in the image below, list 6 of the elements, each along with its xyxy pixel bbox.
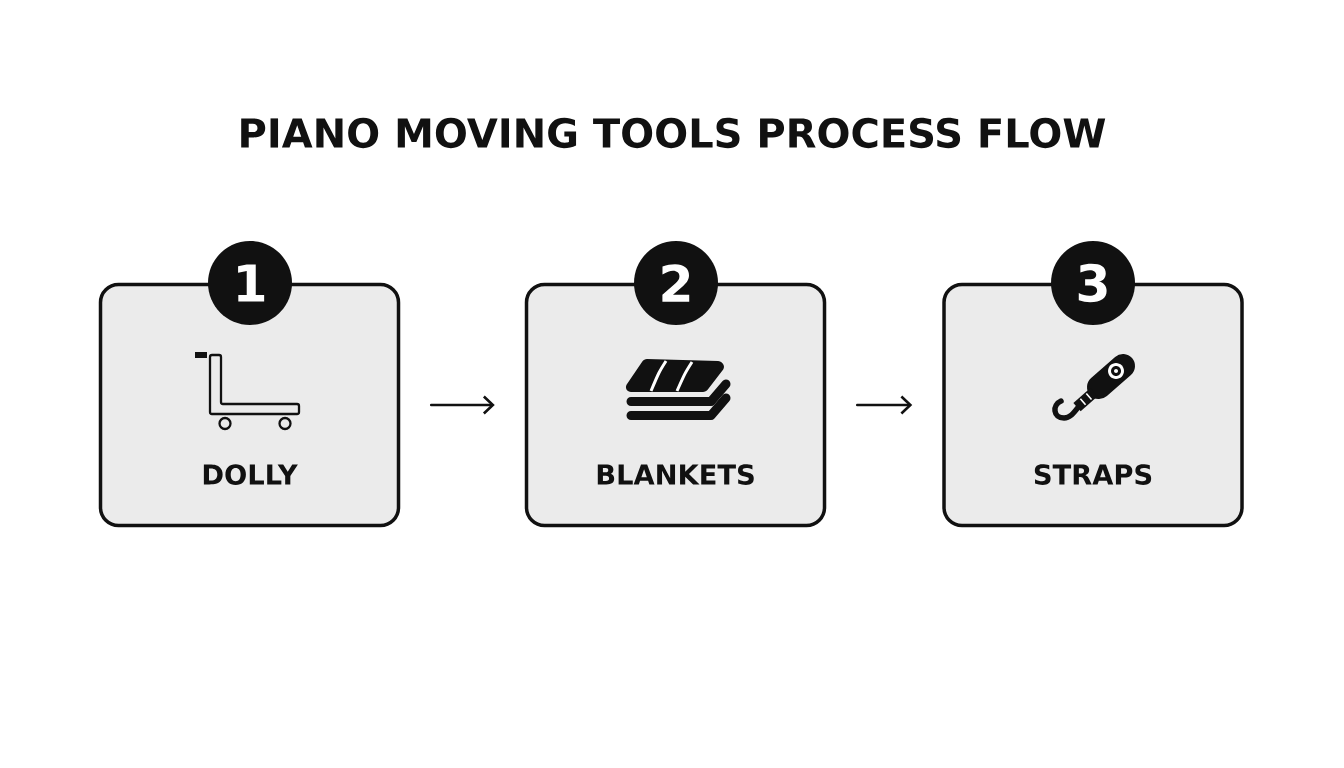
number-badge: 1: [208, 241, 292, 325]
number-badge: 2: [634, 241, 718, 325]
arrow: [429, 395, 495, 415]
number-badge: 3: [1051, 241, 1135, 325]
title: PIANO MOVING TOOLS PROCESS FLOW: [241, 117, 1106, 149]
arrow: [855, 395, 913, 415]
